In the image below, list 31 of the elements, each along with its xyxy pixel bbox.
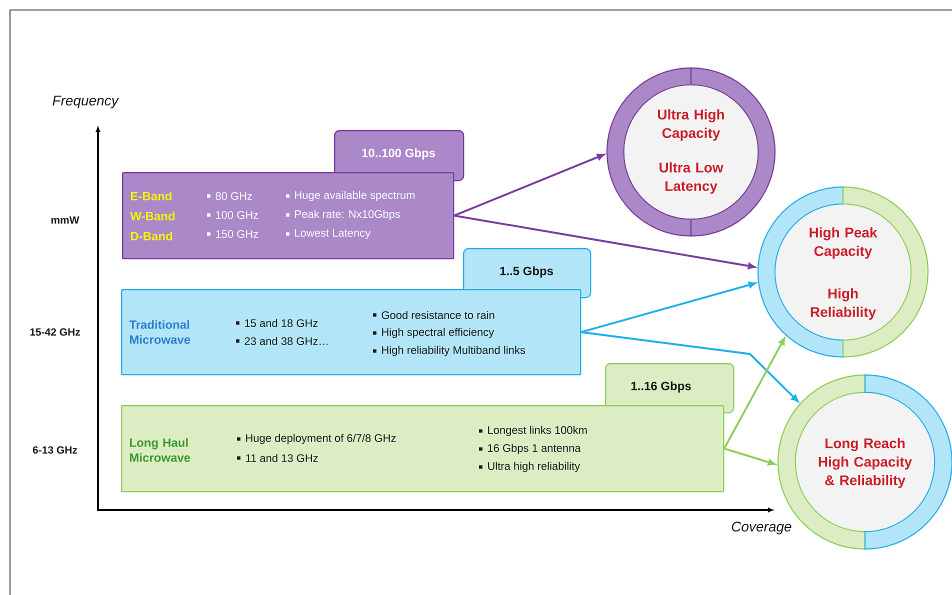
- bullet-item: 16 Gbps 1 antenna: [479, 444, 581, 454]
- bullet-item: 80 GHz: [207, 192, 252, 200]
- band-name: D-Band: [131, 232, 172, 240]
- arrow: [454, 154, 604, 217]
- bullet-item: Ultra high reliability: [479, 462, 580, 472]
- axis-label: 6-13 GHz: [32, 446, 78, 454]
- arrow: [454, 214, 756, 270]
- bullet-item: Lowest Latency: [286, 229, 371, 239]
- arrow: [580, 282, 756, 334]
- axis-label: 15-42 GHz: [30, 328, 80, 336]
- arrow: [723, 338, 786, 450]
- bullet-item: High spectral efficiency: [373, 328, 494, 338]
- axis-title: Frequency: [52, 96, 120, 108]
- bullet-item: Longest links 100km: [479, 426, 587, 436]
- band-name: Long Haul Microwave: [130, 438, 190, 462]
- bullet-item: Huge available spectrum: [286, 190, 415, 202]
- bullet-item: Peak rate: Nx10Gbps: [286, 210, 400, 220]
- bullet-item: 11 and 13 GHz: [237, 454, 318, 462]
- arrow: [724, 448, 776, 466]
- bullet-item: Huge deployment of 6/7/8 GHz: [237, 434, 396, 444]
- bullet-item: 100 GHz: [207, 211, 258, 219]
- bullet-item: 150 GHz: [207, 230, 258, 238]
- band-name: E-Band: [131, 192, 172, 200]
- bullet-item: 23 and 38 GHz…: [236, 336, 328, 346]
- band-name: W-Band: [130, 212, 174, 220]
- band-name: Traditional Microwave: [129, 320, 190, 344]
- bullet-item: Good resistance to rain: [373, 310, 494, 320]
- axis-label: mmW: [51, 216, 80, 224]
- bullet-item: 15 and 18 GHz: [236, 318, 318, 328]
- bullet-item: High reliability Multiband links: [373, 346, 526, 356]
- arrow: [581, 331, 798, 402]
